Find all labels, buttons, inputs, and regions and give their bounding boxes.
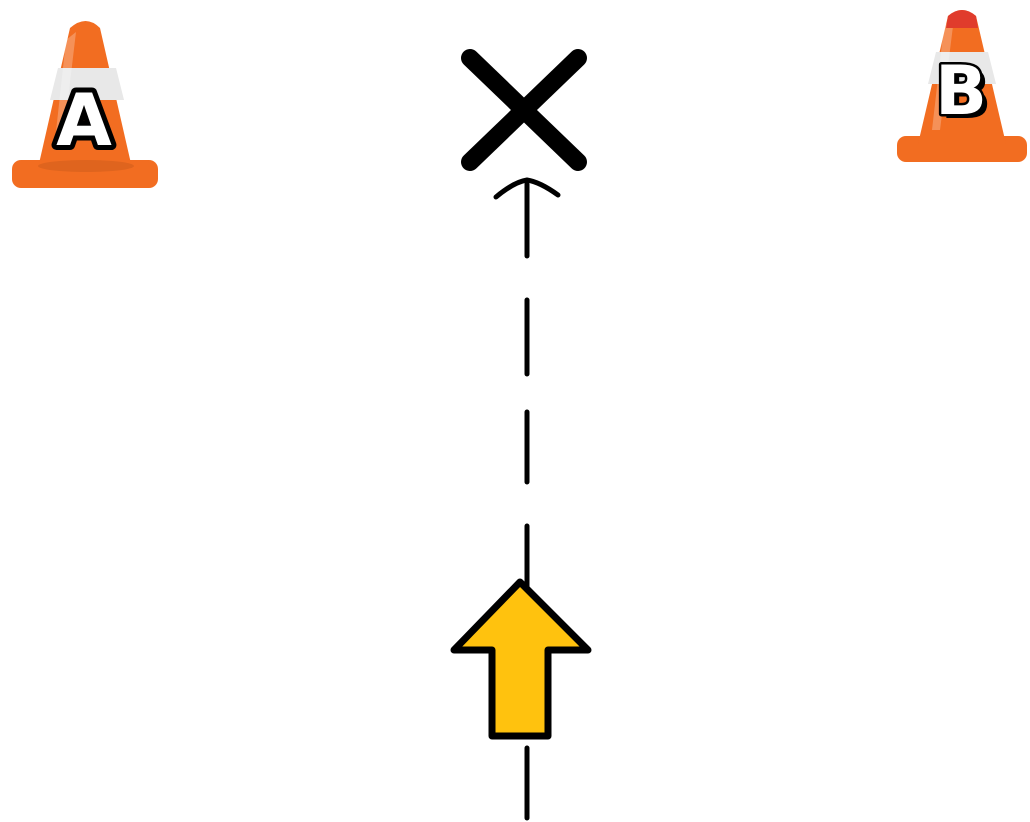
cone-a: A [12, 21, 158, 188]
cone-b: B B [897, 10, 1027, 162]
up-arrow-icon [450, 578, 592, 740]
traffic-cone-icon [897, 10, 1027, 162]
traffic-cone-icon [12, 21, 158, 188]
cone-a-label: A [56, 78, 112, 162]
cone-b-label-shadow: B [940, 56, 992, 135]
dashed-arrow-icon [493, 177, 561, 821]
cone-b-label: B [935, 52, 987, 131]
x-mark-icon [461, 49, 587, 171]
